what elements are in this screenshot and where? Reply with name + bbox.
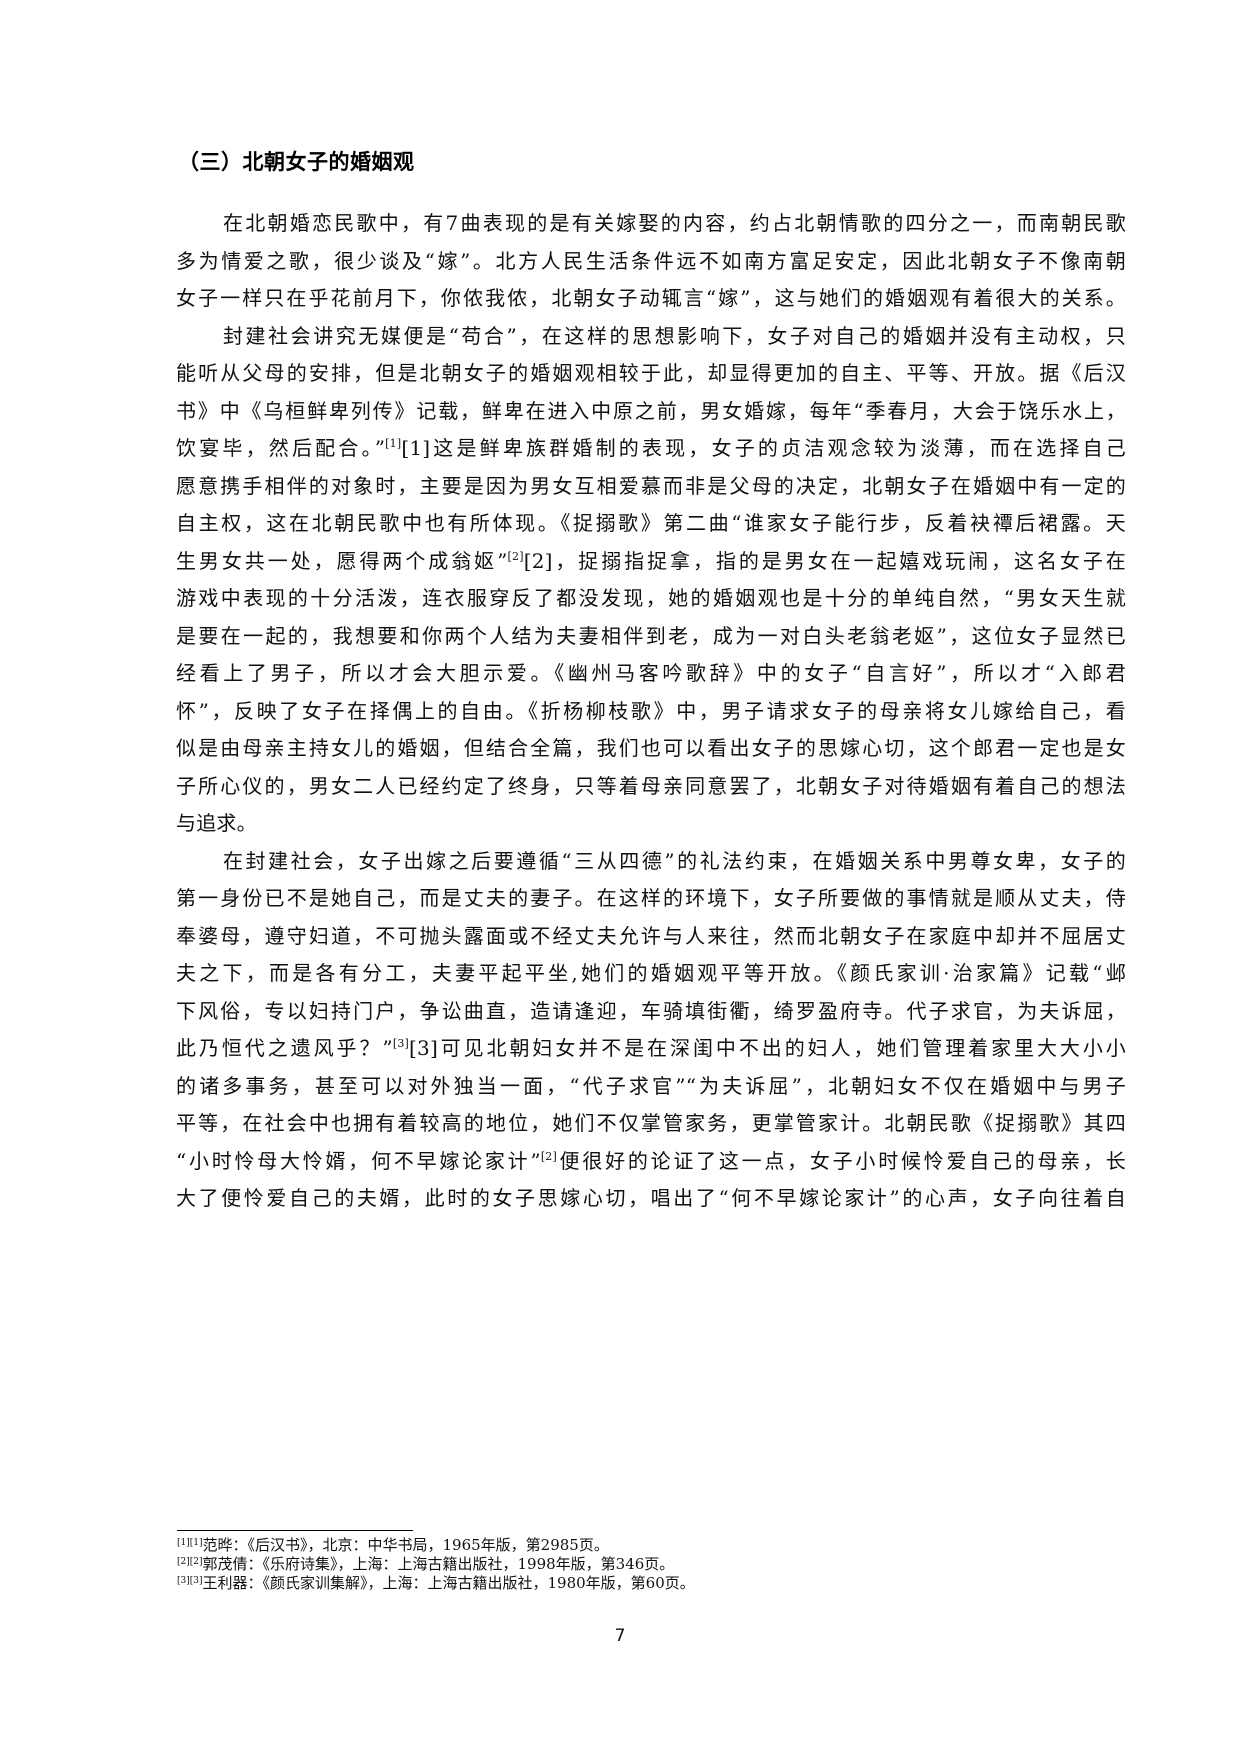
text-line: 生男女共一处，愿得两个成翁妪”[2][2]，捉搦指捉拿，指的是男女在一起嬉戏玩闹… [176, 543, 1126, 581]
text-segment: [3]可见北朝妇女并不是在深闺中不出的妇人，她们管理着家里大大小小 [409, 1036, 1126, 1060]
text-line: 在北朝婚恋民歌中，有7曲表现的是有关嫁娶的内容，约占北朝情歌的四分之一，而南朝民… [223, 211, 1126, 235]
text-segment: [2]，捉搦指捉拿，指的是男女在一起嬉戏玩闹，这名女子在 [523, 548, 1126, 573]
text-line: 在封建社会，女子出嫁之后要遵循“三从四德”的礼法约束，在婚姻关系中男尊女卑，女子… [223, 848, 1126, 873]
text-line: 与追求。 [176, 811, 257, 835]
footnote-mark: [1][1] [177, 1538, 203, 1548]
text-segment: 便很好的论证了这一点，女子小时候怜爱自己的母亲，长 [557, 1148, 1126, 1173]
page-number: 7 [614, 1626, 626, 1646]
text-segment: 饮宴毕，然后配合。” [176, 436, 386, 460]
text-segment: [1]这是鲜卑族群婚制的表现，女子的贞洁观念较为淡薄，而在选择自己 [401, 436, 1126, 460]
text-line: 多为情爱之歌，很少谈及“嫁”。北方人民生活条件远不如南方富足安定，因此北朝女子不… [176, 248, 1126, 273]
text-line: 下风俗，专以妇持门户，争讼曲直，造请逢迎，车骑填街衢，绮罗盈府寺。代子求官，为夫… [176, 998, 1126, 1023]
paragraph-3: 在封建社会，女子出嫁之后要遵循“三从四德”的礼法约束，在婚姻关系中男尊女卑，女子… [176, 843, 1126, 1218]
text-line: 的诸多事务，甚至可以对外独当一面，“代子求官”“为夫诉屈”，北朝妇女不仅在婚姻中… [176, 1073, 1126, 1098]
paragraph-1: 在北朝婚恋民歌中，有7曲表现的是有关嫁娶的内容，约占北朝情歌的四分之一，而南朝民… [176, 205, 1126, 318]
footnotes: [1][1]范晔：《后汉书》，北京：中华书局，1965年版，第2985页。 [2… [177, 1536, 1077, 1593]
footnote-ref-2b[interactable]: [2] [540, 1149, 557, 1163]
text-line: 女子一样只在乎花前月下，你侬我侬，北朝女子动辄言“嫁”，这与她们的婚姻观有着很大… [176, 286, 1126, 310]
text-segment: 此乃恒代之遗风乎？” [176, 1036, 393, 1060]
footnote-3: [3][3]王利器：《颜氏家训集解》，上海：上海古籍出版社，1980年版，第60… [177, 1574, 1077, 1593]
footnote-text: 范晔：《后汉书》，北京：中华书局，1965年版，第2985页。 [202, 1536, 609, 1554]
text-line: 大了便怜爱自己的夫婿，此时的女子思嫁心切，唱出了“何不早嫁论家计”的心声，女子向… [176, 1186, 1126, 1210]
text-line: 是要在一起的，我想要和你两个人结为夫妻相伴到老，成为一对白头老翁老妪”，这位女子… [176, 623, 1126, 648]
footnote-ref-1[interactable]: [1] [385, 437, 402, 450]
footnote-mark: [3][3] [177, 1576, 203, 1586]
footnote-2: [2][2]郭茂倩：《乐府诗集》，上海：上海古籍出版社，1998年版，第346页… [177, 1555, 1077, 1574]
footnote-text: 王利器：《颜氏家训集解》，上海：上海古籍出版社，1980年版，第60页。 [202, 1574, 695, 1592]
paragraph-2: 封建社会讲究无媒便是“苟合”，在这样的思想影响下，女子对自己的婚姻并没有主动权，… [176, 318, 1126, 843]
text-line: 子所心仪的，男女二人已经约定了终身，只等着母亲同意罢了，北朝女子对待婚姻有着自己… [176, 773, 1126, 798]
text-line: 夫之下，而是各有分工，夫妻平起平坐,她们的婚姻观平等开放。《颜氏家训·治家篇》记… [176, 961, 1126, 985]
text-segment: “小时怜母大怜婿，何不早嫁论家计” [176, 1148, 541, 1173]
section-heading: （三）北朝女子的婚姻观 [178, 150, 415, 174]
text-line: 封建社会讲究无媒便是“苟合”，在这样的思想影响下，女子对自己的婚姻并没有主动权，… [223, 323, 1126, 348]
text-line: 经看上了男子，所以才会大胆示爱。《幽州马客吟歌辞》中的女子“自言好”，所以才“入… [176, 661, 1126, 685]
footnote-text: 郭茂倩：《乐府诗集》，上海：上海古籍出版社，1998年版，第346页。 [202, 1555, 675, 1573]
text-line: 平等，在社会中也拥有着较高的地位，她们不仅掌管家务，更掌管家计。北朝民歌《捉搦歌… [176, 1111, 1126, 1135]
text-line: 饮宴毕，然后配合。”[1][1]这是鲜卑族群婚制的表现，女子的贞洁观念较为淡薄，… [176, 430, 1126, 468]
text-line: 书》中《乌桓鲜卑列传》记载，鲜卑在进入中原之前，男女婚嫁，每年“季春月，大会于饶… [176, 398, 1126, 423]
footnote-1: [1][1]范晔：《后汉书》，北京：中华书局，1965年版，第2985页。 [177, 1536, 1077, 1555]
text-line: 游戏中表现的十分活泼，连衣服穿反了都没发现，她的婚姻观也是十分的单纯自然，“男女… [176, 586, 1126, 610]
text-line: 自主权，这在北朝民歌中也有所体现。《捉搦歌》第二曲“谁家女子能行步，反着袂禫后裙… [176, 511, 1126, 535]
footnote-ref-2[interactable]: [2] [507, 549, 524, 563]
body-text: 在北朝婚恋民歌中，有7曲表现的是有关嫁娶的内容，约占北朝情歌的四分之一，而南朝民… [176, 205, 1126, 1218]
footnote-ref-3[interactable]: [3] [392, 1037, 410, 1050]
text-line: 奉婆母，遵守妇道，不可抛头露面或不经丈夫允许与人来往，然而北朝女子在家庭中却并不… [176, 923, 1126, 948]
footnote-mark: [2][2] [177, 1557, 203, 1567]
text-segment: 生男女共一处，愿得两个成翁妪” [176, 548, 508, 573]
text-line: “小时怜母大怜婿，何不早嫁论家计”[2]便很好的论证了这一点，女子小时候怜爱自己… [176, 1143, 1126, 1181]
text-line: 第一身份已不是她自己，而是丈夫的妻子。在这样的环境下，女子所要做的事情就是顺从丈… [176, 886, 1126, 910]
text-line: 愿意携手相伴的对象时，主要是因为男女互相爱慕而非是父母的决定，北朝女子在婚姻中有… [176, 473, 1126, 498]
text-line: 能听从父母的安排，但是北朝女子的婚姻观相较于此，却显得更加的自主、平等、开放。据… [176, 361, 1126, 385]
footnote-separator [177, 1530, 413, 1531]
text-line: 似是由母亲主持女儿的婚姻，但结合全篇，我们也可以看出女子的思嫁心切，这个郎君一定… [176, 736, 1126, 760]
text-line: 此乃恒代之遗风乎？”[3][3]可见北朝妇女并不是在深闺中不出的妇人，她们管理着… [176, 1030, 1126, 1068]
text-line: 怀”，反映了女子在择偶上的自由。《折杨柳枝歌》中，男子请求女子的母亲将女儿嫁给自… [176, 698, 1126, 723]
